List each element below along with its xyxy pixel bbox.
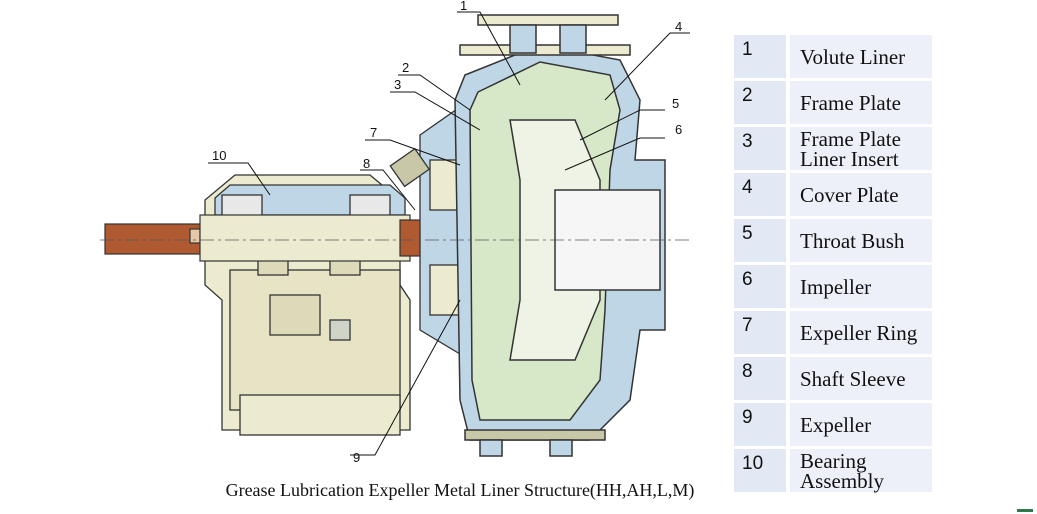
legend-label: Impeller — [786, 265, 932, 308]
legend-label: Throat Bush — [786, 219, 932, 262]
callout-1: 1 — [460, 0, 467, 13]
diagram-caption: Grease Lubrication Expeller Metal Liner … — [225, 480, 695, 500]
legend-number: 9 — [734, 403, 786, 446]
legend-number: 8 — [734, 357, 786, 400]
legend-label: Cover Plate — [786, 173, 932, 216]
pump-cross-section-diagram: 1 2 3 4 5 6 7 8 9 10 — [100, 0, 690, 465]
callout-numbers: 1 2 3 4 5 6 7 8 9 10 — [212, 0, 682, 465]
callout-3: 3 — [394, 77, 401, 92]
callout-6: 6 — [675, 122, 682, 137]
callout-7: 7 — [370, 125, 377, 140]
legend-label: Frame Plate Liner Insert — [786, 127, 932, 170]
legend-number: 1 — [734, 35, 786, 78]
pump-casing — [454, 14, 666, 457]
legend-label: Volute Liner — [786, 35, 932, 78]
callout-10: 10 — [212, 148, 226, 163]
legend-number: 5 — [734, 219, 786, 262]
callout-lines — [208, 11, 690, 456]
legend-number: 3 — [734, 127, 786, 170]
legend-label: Shaft Sleeve — [786, 357, 932, 400]
legend-number: 2 — [734, 81, 786, 124]
legend-number: 4 — [734, 173, 786, 216]
callout-2: 2 — [402, 60, 409, 75]
legend-number: 6 — [734, 265, 786, 308]
callout-4: 4 — [675, 19, 682, 34]
callout-5: 5 — [672, 96, 679, 111]
legend-number: 10 — [734, 449, 786, 492]
legend-label: Expeller — [786, 403, 932, 446]
callout-9: 9 — [353, 450, 360, 465]
bearing-housing — [214, 184, 406, 218]
corner-mark — [1017, 509, 1033, 512]
legend-label: Expeller Ring — [786, 311, 932, 354]
legend-number: 7 — [734, 311, 786, 354]
legend-label: Bearing Assembly — [786, 449, 932, 492]
callout-8: 8 — [363, 156, 370, 171]
legend-label: Frame Plate — [786, 81, 932, 124]
